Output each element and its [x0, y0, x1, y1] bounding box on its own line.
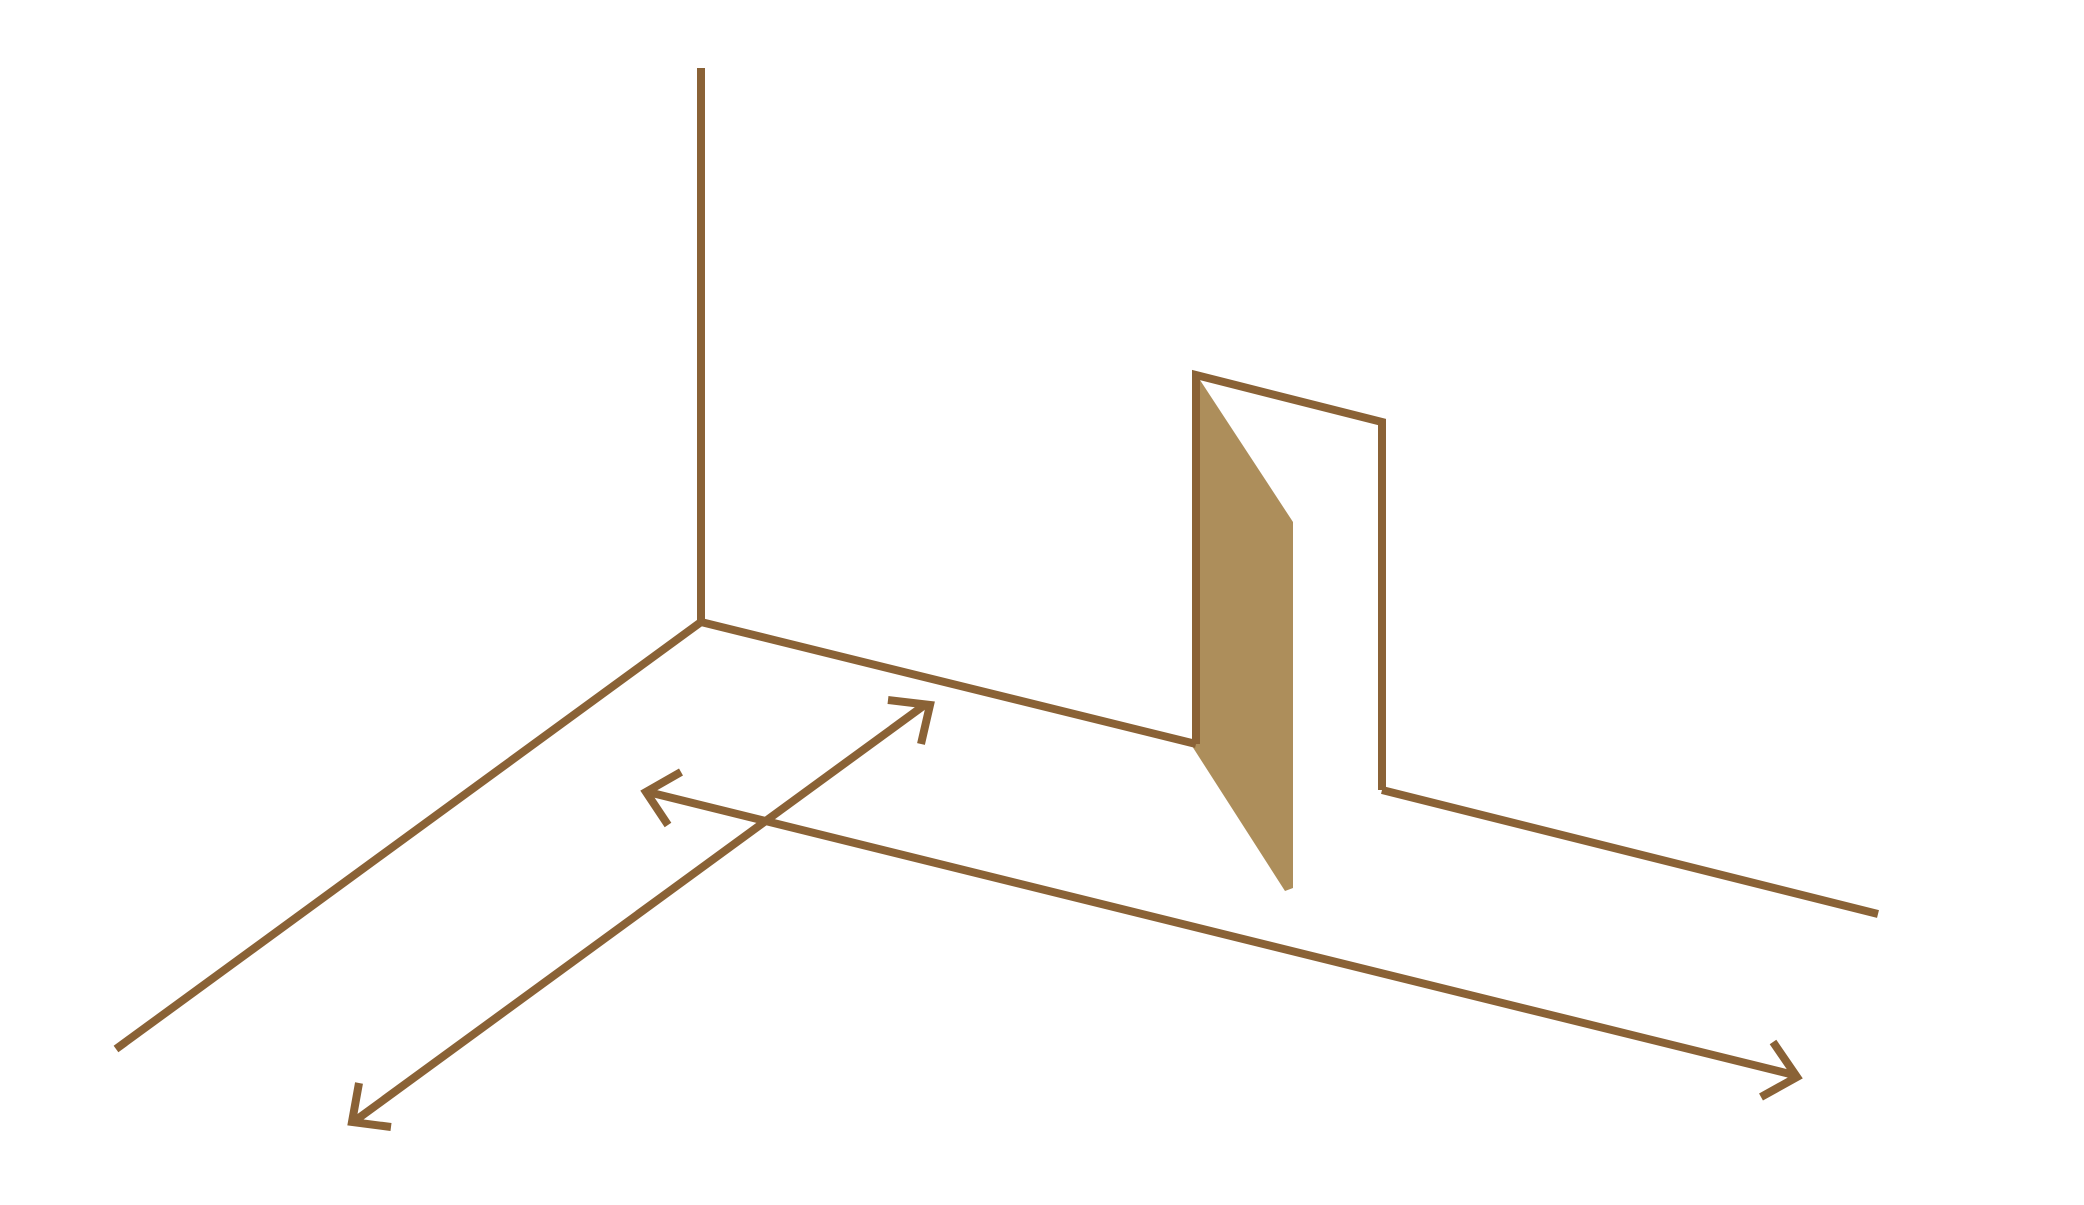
- depth-arrow-shaft: [353, 700, 929, 1124]
- back-wall-left-line: [700, 618, 1197, 748]
- back-wall-right-line: [1381, 786, 1879, 918]
- floor-left-edge-line: [113, 618, 704, 1053]
- door-frame-outline: [1192, 369, 1386, 790]
- depth-arrow-head-upper: [887, 696, 935, 745]
- width-arrow-head-right: [1759, 1039, 1803, 1101]
- width-arrow-head-left: [640, 768, 683, 828]
- open-door-panel: [1192, 377, 1293, 891]
- depth-arrow-head-lower: [347, 1082, 392, 1131]
- depth-double-arrow: [347, 696, 935, 1131]
- width-double-arrow: [640, 768, 1803, 1101]
- width-arrow-shaft: [647, 788, 1795, 1079]
